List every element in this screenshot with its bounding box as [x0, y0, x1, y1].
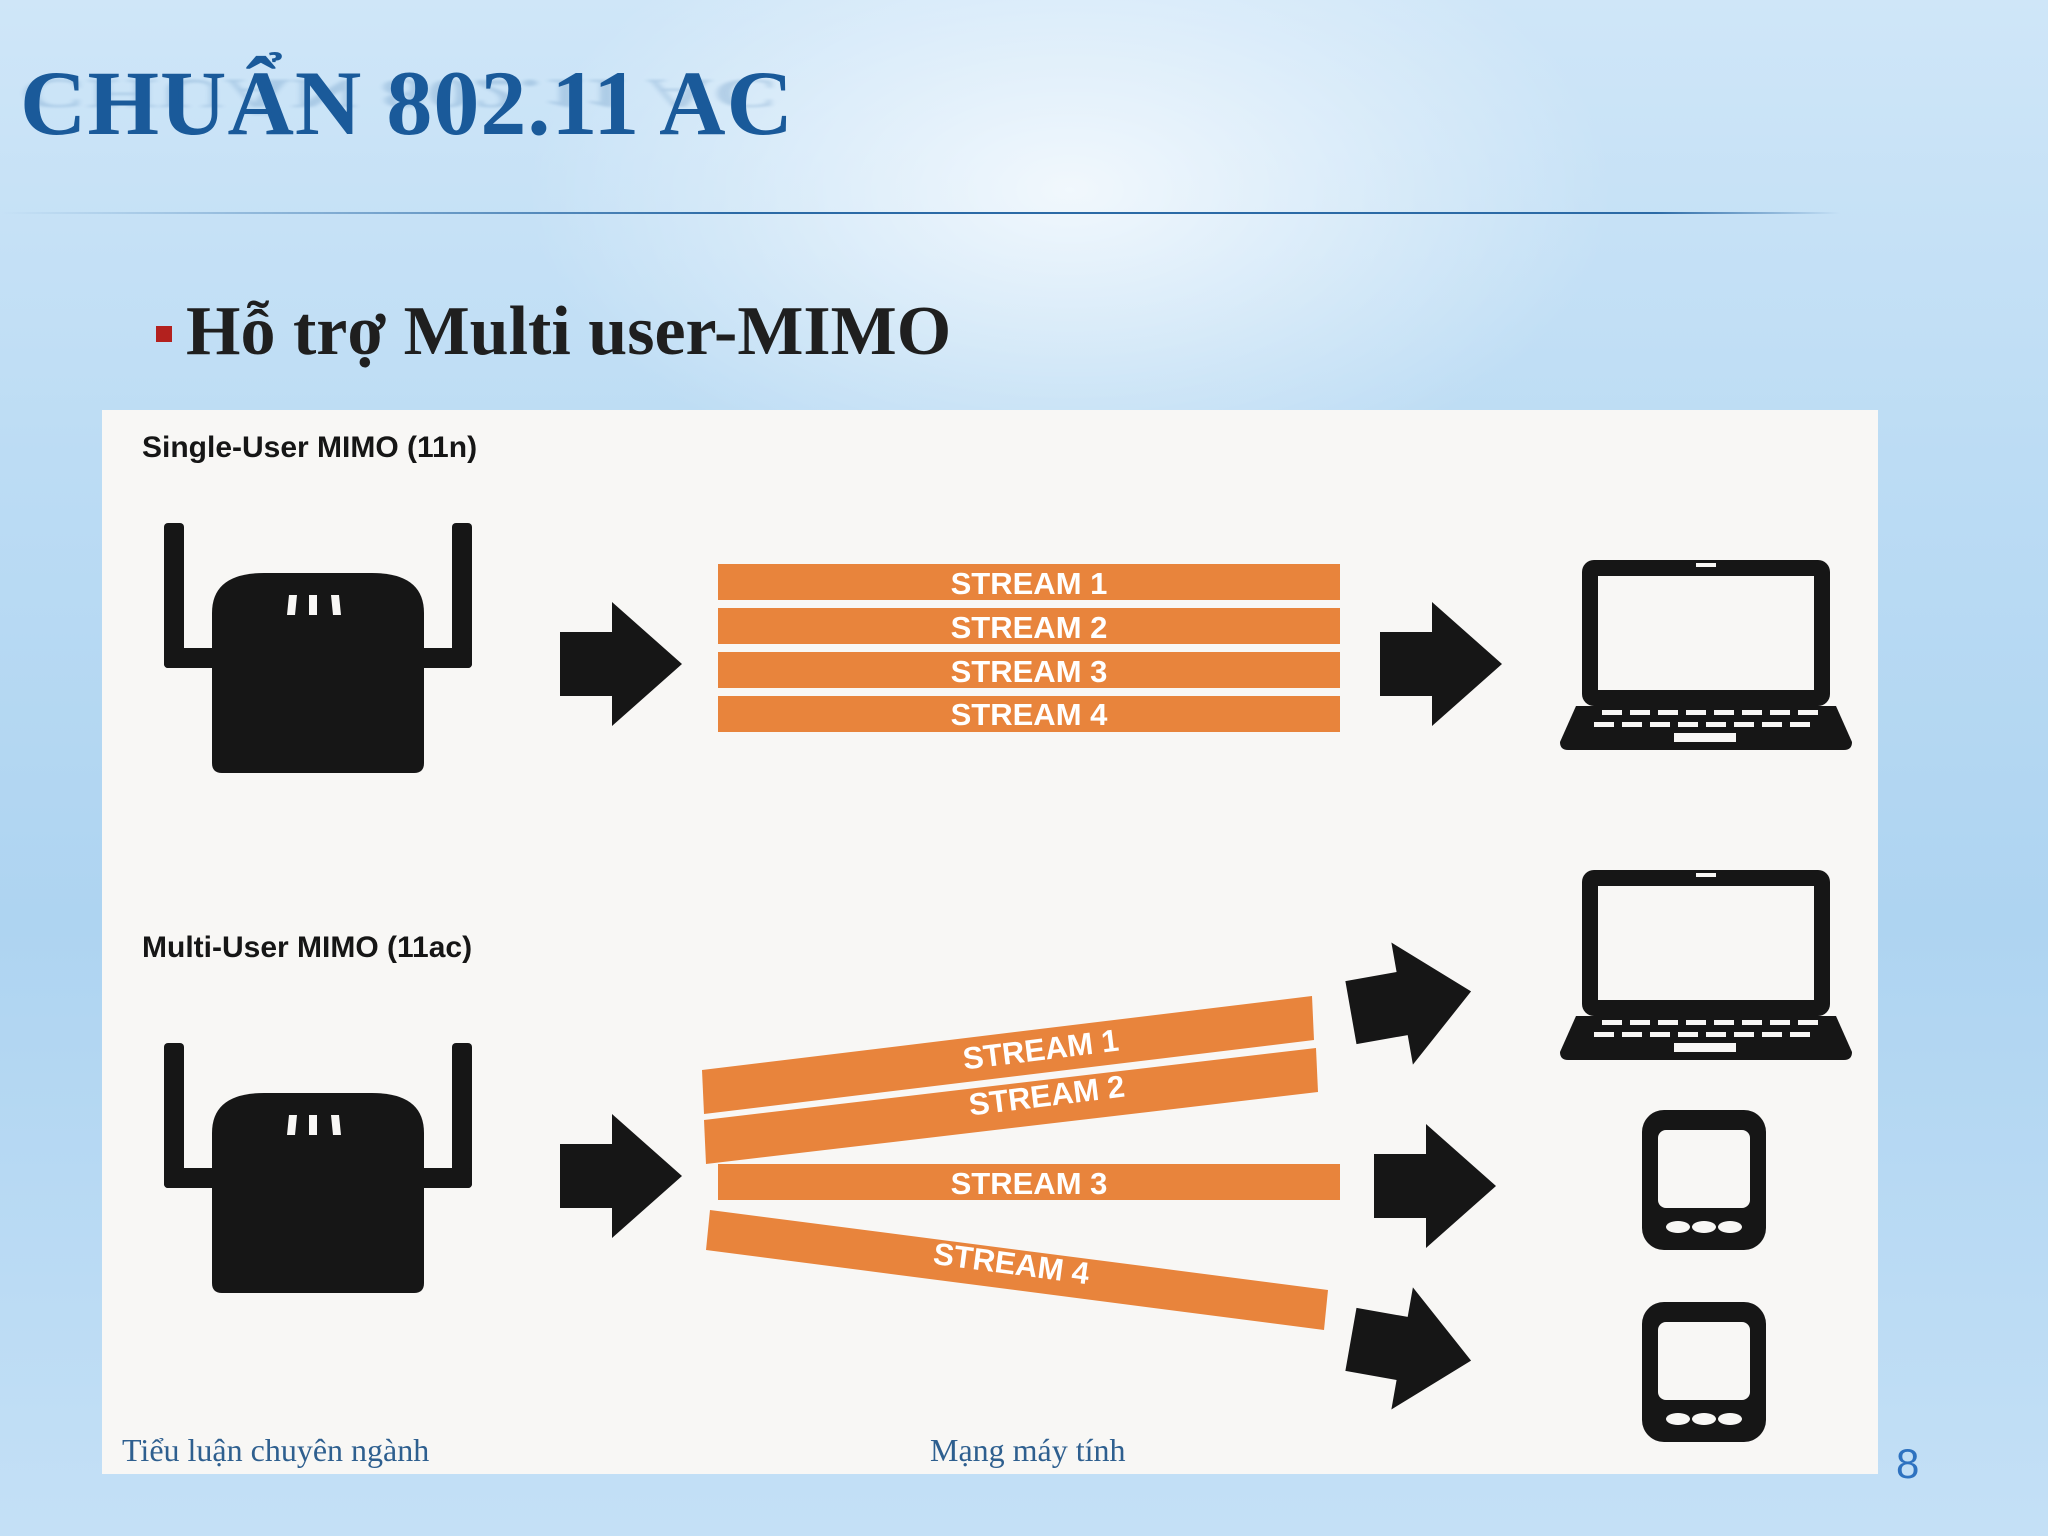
stream-bar: STREAM 4	[718, 696, 1340, 732]
page-number: 8	[1896, 1440, 1920, 1487]
mimo-diagram: Single-User MIMO (11n) STREAM 1 STREAM 2…	[102, 410, 1878, 1474]
footer-course-name: Tiểu luận chuyên ngành	[122, 1432, 430, 1468]
title-reflection: CHUẨN 802.11 AC	[20, 71, 780, 118]
laptop-icon	[1560, 560, 1852, 750]
laptop-icon	[1560, 870, 1852, 1060]
arrow-right-icon	[560, 1114, 682, 1238]
router-icon	[164, 1043, 472, 1293]
stream-label: STREAM 3	[951, 654, 1108, 689]
footer-subject: Mạng máy tính	[930, 1432, 1126, 1468]
multi-user-label: Multi-User MIMO (11ac)	[142, 931, 472, 964]
slide-title: CHUẨN 802.11 AC	[20, 52, 795, 154]
arrow-right-icon	[1380, 602, 1502, 726]
stream-label: STREAM 2	[951, 610, 1108, 645]
phone-icon	[1642, 1302, 1766, 1442]
arrow-right-icon	[560, 602, 682, 726]
arrow-right-icon	[1374, 1124, 1496, 1248]
stream-label: STREAM 4	[951, 697, 1109, 732]
single-user-label: Single-User MIMO (11n)	[142, 431, 477, 464]
bullet-item: Hỗ trợ Multi user-MIMO	[156, 292, 951, 372]
arrow-right-icon	[1340, 1278, 1482, 1422]
stream-bar: STREAM 1	[718, 564, 1340, 601]
stream-label: STREAM 1	[951, 566, 1108, 601]
stream-bar: STREAM 3	[718, 652, 1340, 689]
arrow-right-icon	[1340, 930, 1482, 1074]
stream-bar-multi: STREAM 4	[706, 1210, 1328, 1330]
bullet-text: Hỗ trợ Multi user-MIMO	[186, 293, 952, 370]
stream-bar: STREAM 2	[718, 608, 1340, 645]
stream-bar-multi: STREAM 3	[718, 1164, 1340, 1201]
phone-icon	[1642, 1110, 1766, 1250]
stream-bar-multi: STREAM 1 STREAM 2	[702, 996, 1318, 1164]
stream-label: STREAM 3	[951, 1166, 1108, 1201]
bullet-marker-icon	[156, 326, 172, 342]
title-divider	[0, 212, 1840, 214]
router-icon	[164, 523, 472, 773]
